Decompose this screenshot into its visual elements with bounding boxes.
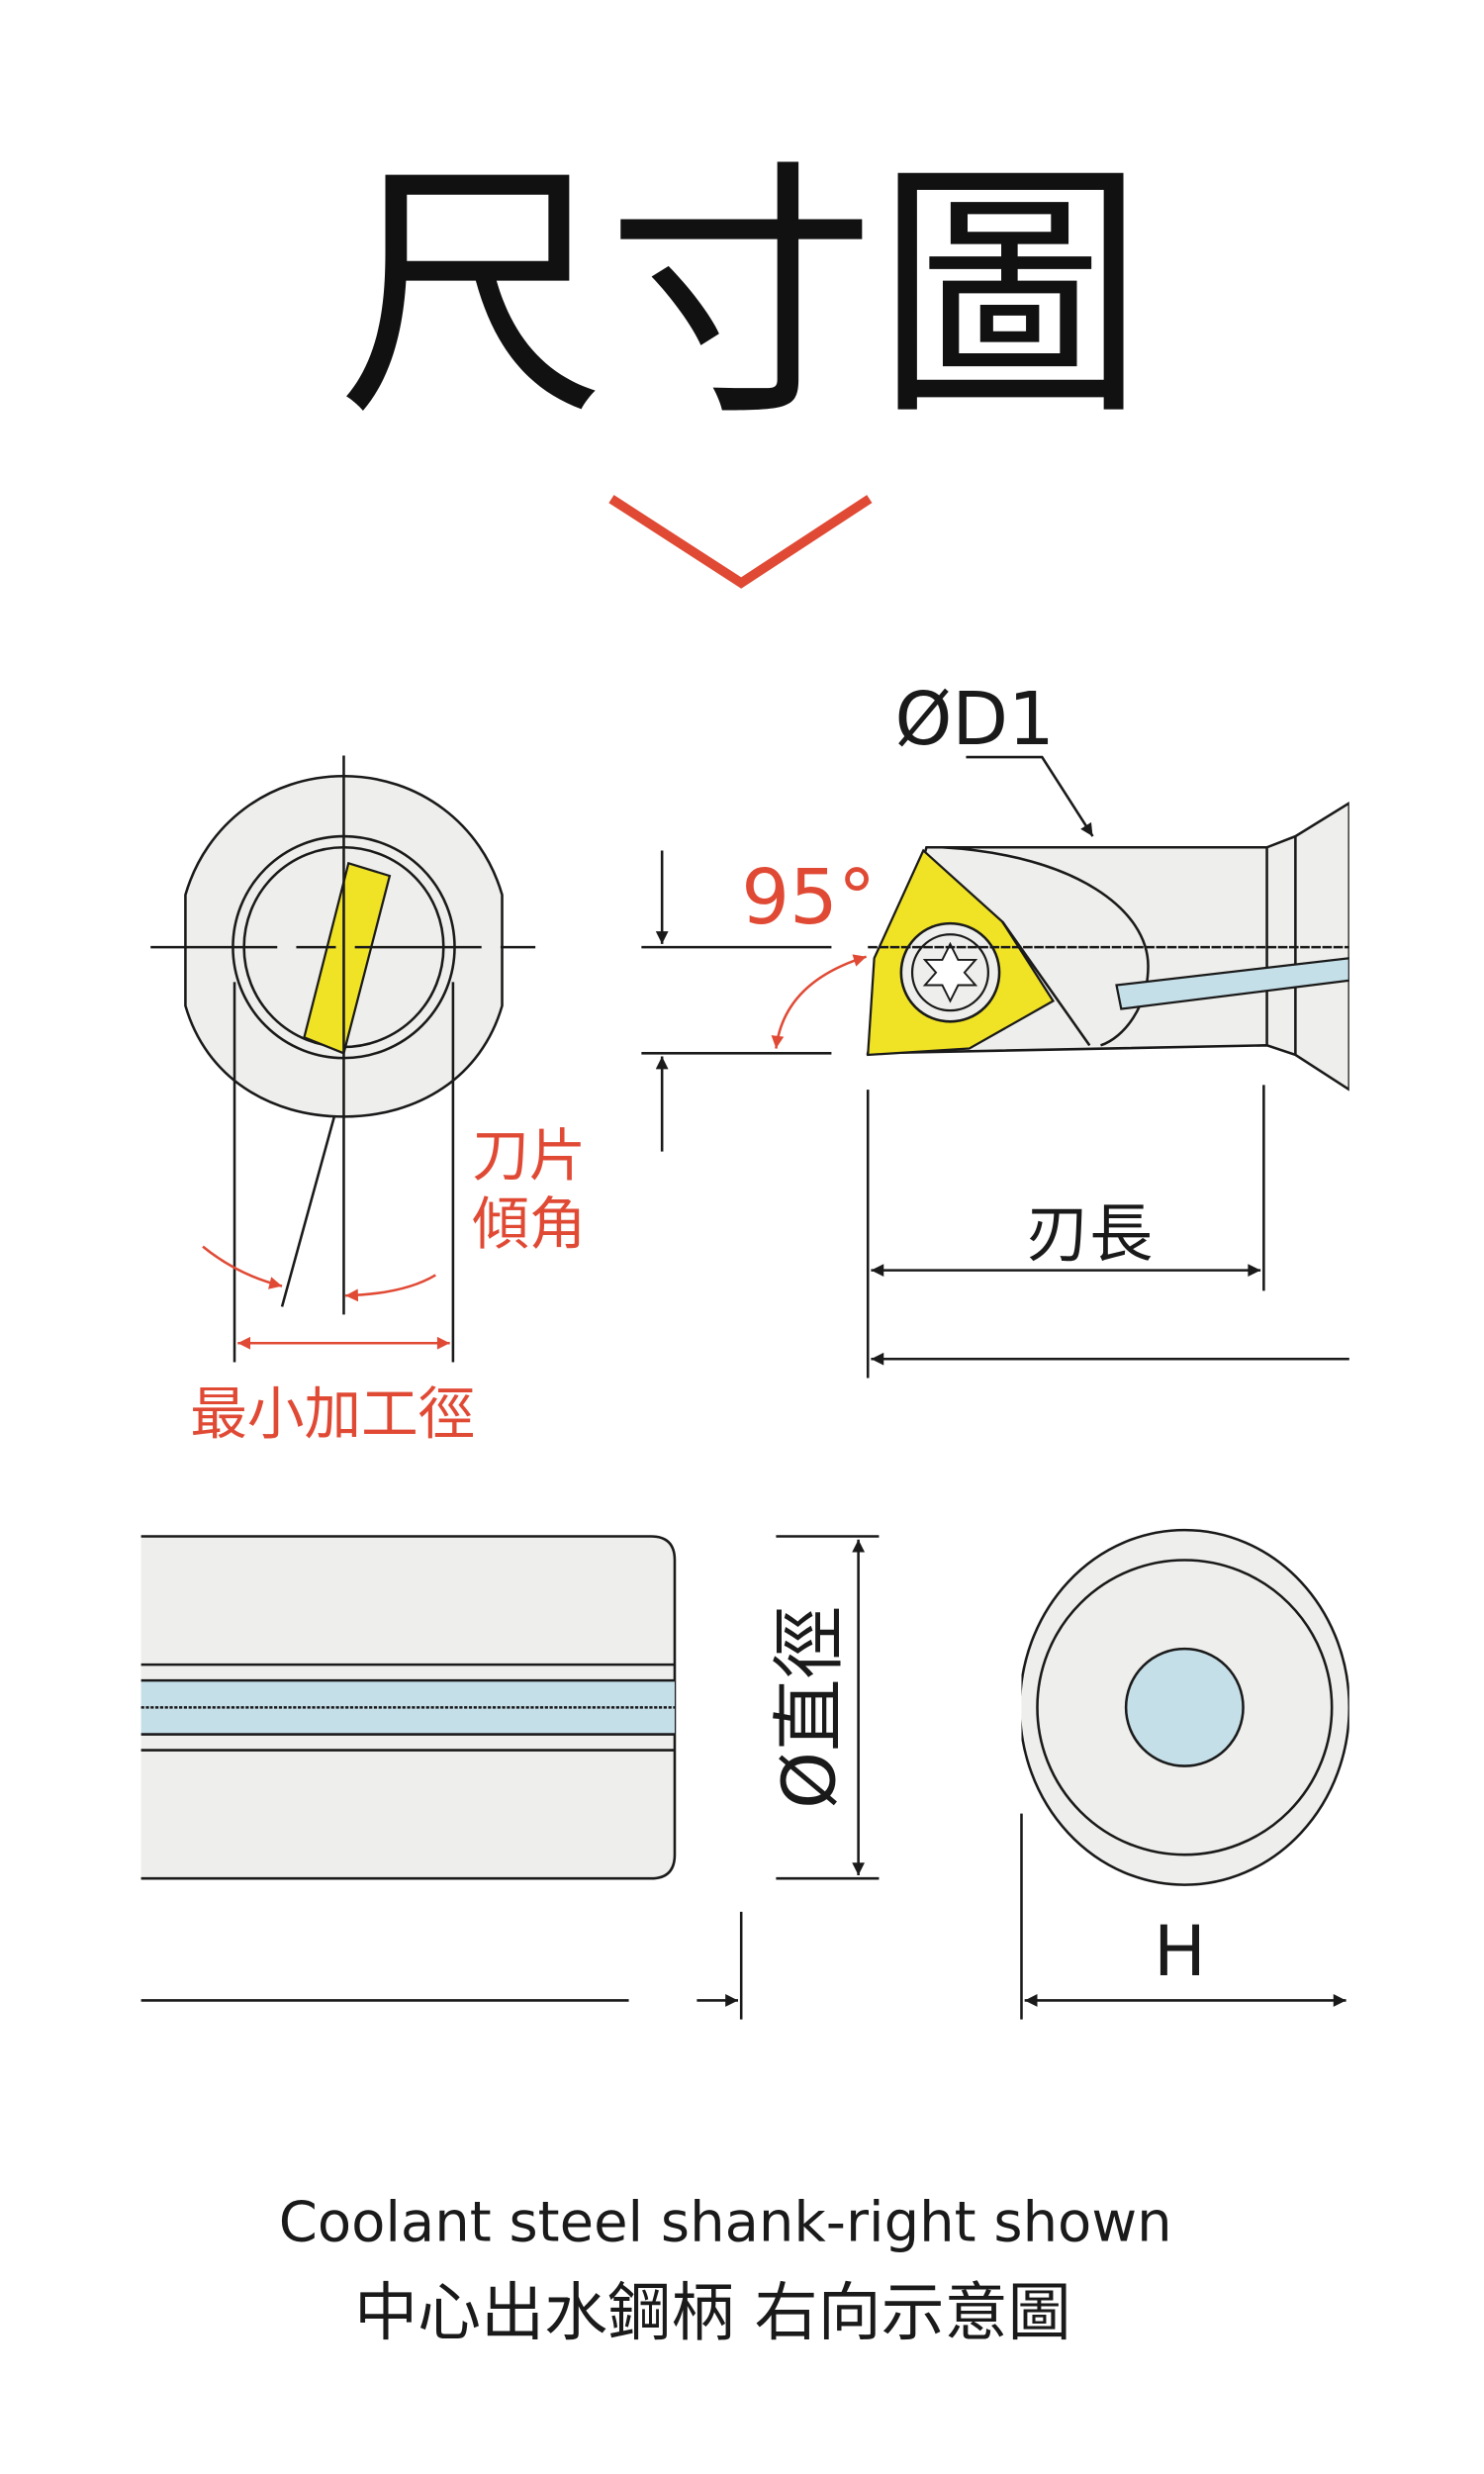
insert-incline-label: 刀片 [472, 1123, 586, 1189]
diameter-label: Ø直徑 [769, 1606, 853, 1809]
coolant-pipe [1115, 957, 1349, 1010]
caption-chinese: 中心出水鋼柄 右向示意圖 [354, 2277, 1071, 2350]
angle-label: 95° [741, 854, 876, 942]
end-view-insert [150, 755, 536, 1363]
insert-incline-label-2: 傾角 [472, 1190, 586, 1257]
h-label: H [1154, 1911, 1206, 1992]
torx-screw-icon [922, 941, 978, 1003]
min-bore-label: 最小加工徑 [190, 1380, 475, 1447]
side-view-head [866, 801, 1349, 1092]
od1-label: ØD1 [894, 678, 1054, 762]
caption-english: Coolant steel shank-right shown [279, 2191, 1172, 2255]
edge-length-label: 刃長 [1026, 1198, 1153, 1272]
page-title: 尺寸圖 [337, 139, 1145, 452]
coolant-hole [1124, 1647, 1245, 1767]
shank-end-view [1021, 1528, 1349, 1886]
chevron-down-icon [608, 495, 873, 589]
shank-side-view [140, 1535, 880, 2020]
